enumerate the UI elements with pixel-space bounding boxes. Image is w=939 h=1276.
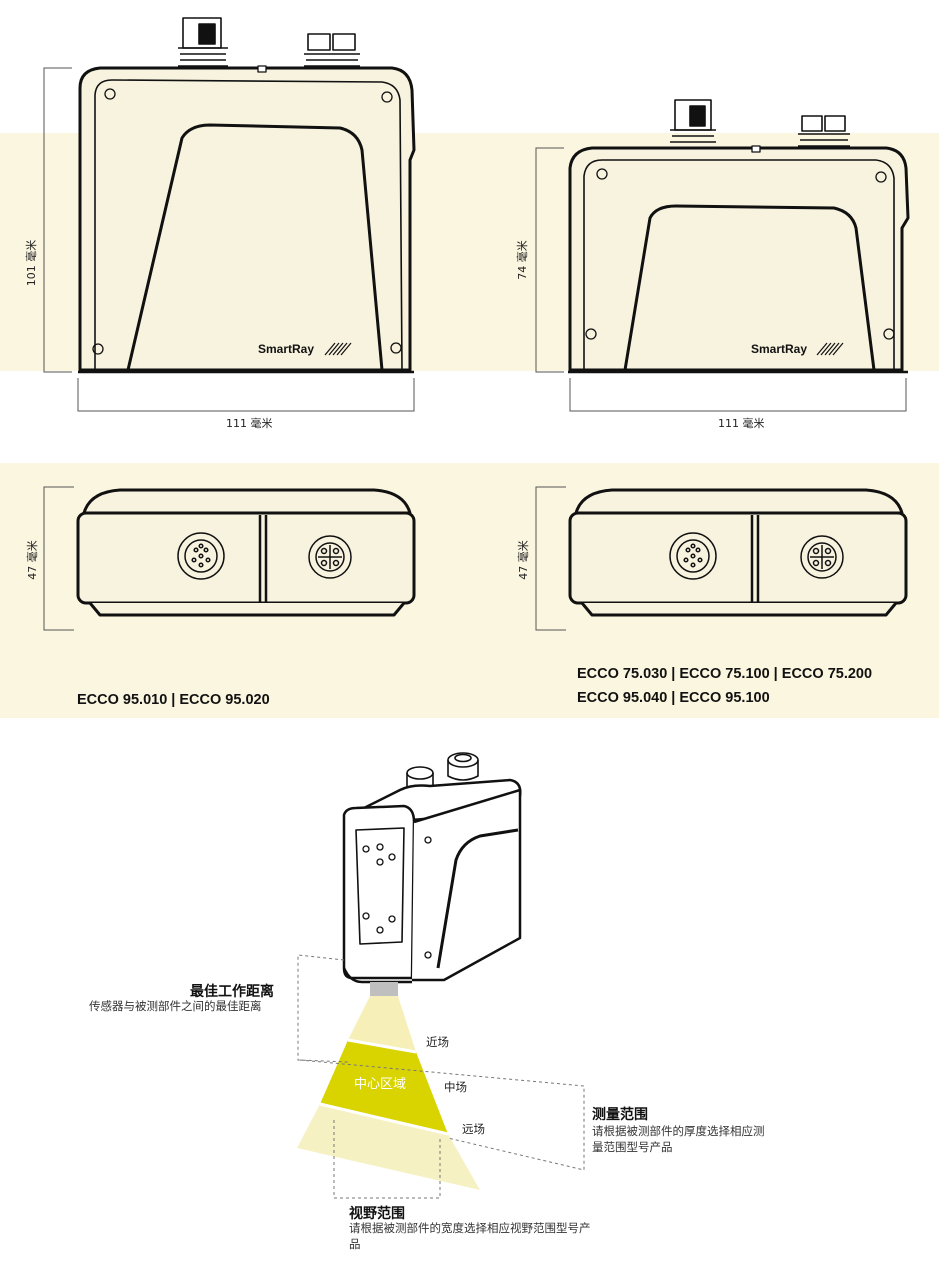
zone-near-label: 近场	[426, 1035, 449, 1049]
height-label-top-left: 101 毫米	[25, 239, 38, 287]
device-front-left	[76, 488, 416, 617]
dimension-height-front-right	[535, 486, 566, 631]
connector-left	[178, 17, 228, 67]
dimension-width-top-right	[569, 378, 907, 412]
device-top-left	[78, 17, 416, 374]
model-label-right-line1: ECCO 75.030 | ECCO 75.100 | ECCO 75.200	[577, 666, 873, 682]
brand-label-top-right: SmartRay	[751, 342, 808, 356]
brand-label-top-left: SmartRay	[258, 342, 315, 356]
screw-icon	[92, 88, 402, 355]
connector-port-icon	[177, 532, 225, 580]
connector-left	[670, 99, 716, 143]
connector-port-icon	[800, 535, 844, 579]
measurement-cone	[297, 996, 480, 1190]
measuring-range-title: 测量范围	[592, 1107, 648, 1123]
dimension-height-front-left	[43, 486, 74, 631]
model-label-right-line2: ECCO 95.040 | ECCO 95.100	[577, 690, 770, 706]
device-top-right	[568, 99, 910, 374]
led-icon	[362, 836, 432, 959]
height-label-front-left: 47 毫米	[26, 540, 39, 580]
zone-mid-label: 中场	[444, 1080, 467, 1094]
height-label-top-right: 74 毫米	[516, 240, 529, 280]
zone-center-label: 中心区域	[354, 1077, 407, 1092]
fov-bracket	[333, 1120, 441, 1199]
best-distance-text: 传感器与被测部件之间的最佳距离	[89, 999, 262, 1013]
connector-right	[798, 115, 850, 147]
screw-icon	[585, 168, 895, 340]
connector-port-icon	[669, 532, 717, 580]
connector-right	[304, 33, 360, 67]
sensor-3d	[342, 752, 522, 984]
best-distance-bracket	[297, 954, 349, 1063]
fov-text: 请根据被测部件的宽度选择相应视野范围型号产品	[349, 1221, 591, 1251]
best-distance-title: 最佳工作距离	[190, 984, 274, 1000]
measuring-range-text: 请根据被测部件的厚度选择相应测量范围型号产品	[592, 1124, 765, 1154]
connector-port-icon	[308, 535, 352, 579]
width-label-top-right: 111 毫米	[718, 417, 765, 430]
smartray-logo-top-right	[816, 342, 844, 356]
fov-title: 视野范围	[349, 1206, 405, 1222]
model-label-left: ECCO 95.010 | ECCO 95.020	[77, 692, 270, 708]
smartray-logo-top-left	[324, 342, 352, 356]
dimension-height-top-right	[535, 147, 564, 373]
dimension-width-top-left	[77, 378, 415, 412]
cone-near-field	[348, 996, 416, 1052]
measuring-range-bracket	[299, 1059, 585, 1171]
cone-far-field	[297, 1104, 480, 1190]
device-front-right	[568, 488, 908, 617]
dimension-height-top-left	[43, 67, 72, 373]
lens-window	[370, 982, 398, 996]
zone-far-label: 远场	[462, 1122, 485, 1136]
height-label-front-right: 47 毫米	[517, 540, 530, 580]
width-label-top-left: 111 毫米	[226, 417, 273, 430]
